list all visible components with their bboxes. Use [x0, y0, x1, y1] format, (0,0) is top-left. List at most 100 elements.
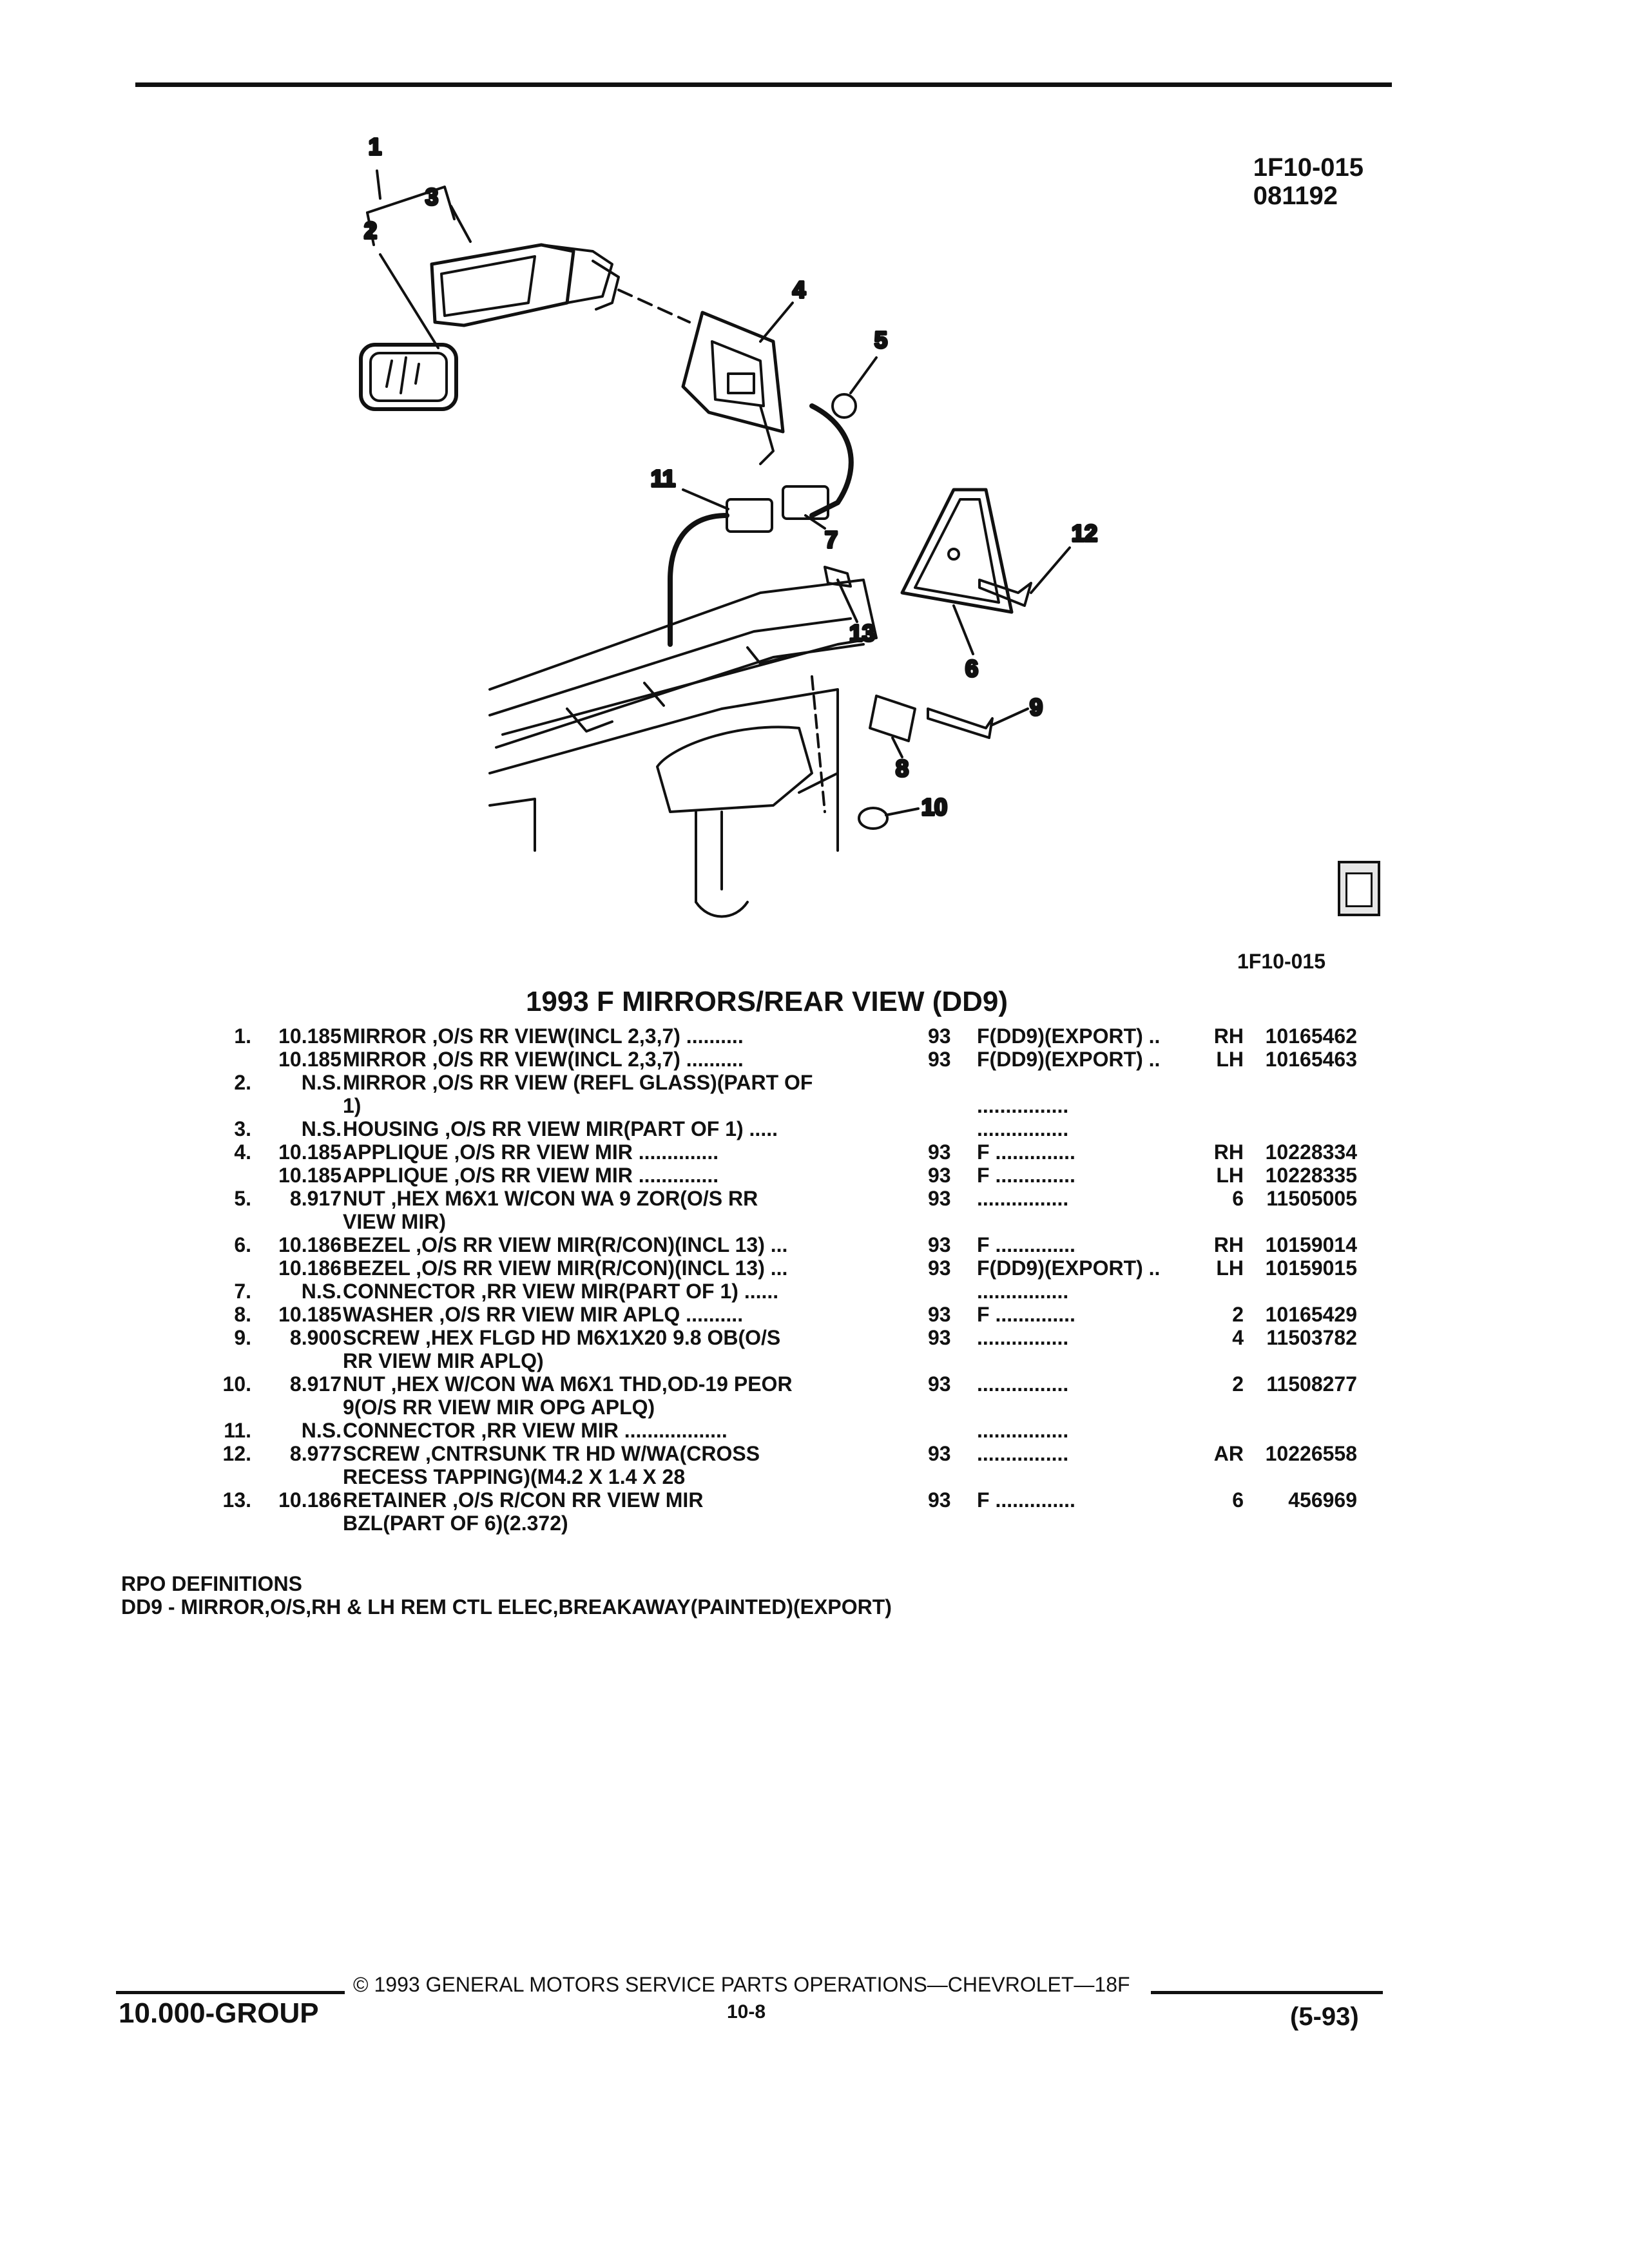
- part-description: MIRROR ,O/S RR VIEW (REFL GLASS)(PART OF: [343, 1071, 813, 1094]
- group-number: 10.185: [278, 1140, 342, 1164]
- table-row-line: 3.N.S.HOUSING ,O/S RR VIEW MIR(PART OF 1…: [110, 1117, 1398, 1140]
- part-number: 10165429: [1265, 1303, 1357, 1326]
- model-year: 93: [928, 1303, 951, 1326]
- part-description: APPLIQUE ,O/S RR VIEW MIR ..............: [343, 1164, 719, 1187]
- model-code: ................: [977, 1372, 1069, 1396]
- callout-7: 7: [825, 526, 838, 553]
- group-number: N.S.: [301, 1071, 342, 1094]
- illustration-code-block: 1F10-015 081192: [1253, 153, 1364, 210]
- model-year: 93: [928, 1256, 951, 1280]
- exploded-parts-diagram: 1 2 3 4 5 11 7 12: [359, 132, 1099, 918]
- item-number: 8.: [234, 1303, 251, 1326]
- item-number: 9.: [234, 1326, 251, 1349]
- group-number: 10.185: [278, 1303, 342, 1326]
- group-number: 8.977: [289, 1442, 342, 1465]
- part-description: BEZEL ,O/S RR VIEW MIR(R/CON)(INCL 13) .…: [343, 1256, 788, 1280]
- quantity: RH: [1213, 1024, 1244, 1048]
- mirror-glass: [359, 343, 458, 411]
- footer-rule-left: [116, 1991, 345, 1994]
- top-rule: [135, 82, 1392, 87]
- table-row: 11. N.S.CONNECTOR ,RR VIEW MIR ..........…: [110, 1419, 1398, 1442]
- part-description: MIRROR ,O/S RR VIEW(INCL 2,3,7) ........…: [343, 1024, 744, 1048]
- callout-10: 10: [921, 794, 947, 820]
- gm-spo-logo-icon: [1338, 861, 1380, 916]
- part-description: BZL(PART OF 6)(2.372): [343, 1512, 568, 1535]
- part-description: RR VIEW MIR APLQ): [343, 1349, 544, 1372]
- item-number: 11.: [224, 1419, 251, 1442]
- quantity: 4: [1232, 1326, 1244, 1349]
- part-description: RETAINER ,O/S R/CON RR VIEW MIR: [343, 1488, 704, 1512]
- part-number: 10159015: [1265, 1256, 1357, 1280]
- page-title: 1993 F MIRRORS/REAR VIEW (DD9): [525, 986, 1008, 1017]
- callout-4: 4: [793, 276, 805, 303]
- part-description: VIEW MIR): [343, 1210, 446, 1233]
- table-row: 3.N.S.HOUSING ,O/S RR VIEW MIR(PART OF 1…: [110, 1117, 1398, 1140]
- group-number: N.S.: [301, 1280, 342, 1303]
- table-row-line: BZL(PART OF 6)(2.372): [110, 1512, 1398, 1535]
- item-number: 5.: [234, 1187, 251, 1210]
- model-code: ................: [977, 1094, 1069, 1117]
- group-number: 10.186: [278, 1488, 342, 1512]
- group-number: N.S.: [301, 1419, 342, 1442]
- table-row-line: RECESS TAPPING)(M4.2 X 1.4 X 28: [110, 1465, 1398, 1488]
- rpo-heading: RPO DEFINITIONS: [121, 1572, 302, 1595]
- model-code: F ..............: [977, 1233, 1075, 1256]
- table-row-line: 2.N.S.MIRROR ,O/S RR VIEW (REFL GLASS)(P…: [110, 1071, 1398, 1094]
- footer-rule-right: [1151, 1991, 1383, 1994]
- callout-11: 11: [651, 465, 675, 492]
- part-number: 10226558: [1265, 1442, 1357, 1465]
- part-description: CONNECTOR ,RR VIEW MIR(PART OF 1) ......: [343, 1280, 779, 1303]
- part-number: 11503782: [1266, 1326, 1357, 1349]
- quantity: LH: [1216, 1164, 1244, 1187]
- model-code: ................: [977, 1280, 1069, 1303]
- rpo-definitions: RPO DEFINITIONS DD9 - MIRROR,O/S,RH & LH…: [121, 1572, 892, 1619]
- part-description: CONNECTOR ,RR VIEW MIR .................…: [343, 1419, 728, 1442]
- model-year: 93: [928, 1372, 951, 1396]
- callout-1: 1: [369, 133, 381, 160]
- callout-8: 8: [896, 755, 909, 782]
- callout-bracket-1: [366, 169, 456, 246]
- table-row-line: 9(O/S RR VIEW MIR OPG APLQ): [110, 1396, 1398, 1419]
- quantity: 2: [1232, 1372, 1244, 1396]
- model-code: F ..............: [977, 1303, 1075, 1326]
- part-number: 456969: [1288, 1488, 1357, 1512]
- part-description: SCREW ,CNTRSUNK TR HD W/WA(CROSS: [343, 1442, 760, 1465]
- item-number: 1.: [234, 1024, 251, 1048]
- callout-6: 6: [965, 655, 978, 682]
- part-description: NUT ,HEX W/CON WA M6X1 THD,OD-19 PEOR: [343, 1372, 793, 1396]
- quantity: 6: [1232, 1187, 1244, 1210]
- group-number: 10.185: [278, 1024, 342, 1048]
- model-year: 93: [928, 1326, 951, 1349]
- door-panel: [488, 579, 878, 918]
- quantity: AR: [1213, 1442, 1244, 1465]
- part-number: 10228334: [1265, 1140, 1357, 1164]
- group-number: 10.186: [278, 1256, 342, 1280]
- part-description: RECESS TAPPING)(M4.2 X 1.4 X 28: [343, 1465, 686, 1488]
- model-code: F ..............: [977, 1164, 1075, 1187]
- item-number: 3.: [234, 1117, 251, 1140]
- table-row-line: RR VIEW MIR APLQ): [110, 1349, 1398, 1372]
- model-year: 93: [928, 1048, 951, 1071]
- group-number: 8.917: [289, 1372, 342, 1396]
- part-description: 9(O/S RR VIEW MIR OPG APLQ): [343, 1396, 655, 1419]
- callout-5: 5: [874, 327, 887, 353]
- quantity: RH: [1213, 1140, 1244, 1164]
- quantity: RH: [1213, 1233, 1244, 1256]
- part-number: 10165462: [1265, 1024, 1357, 1048]
- part-description: BEZEL ,O/S RR VIEW MIR(R/CON)(INCL 13) .…: [343, 1233, 788, 1256]
- footer-copyright: © 1993 GENERAL MOTORS SERVICE PARTS OPER…: [353, 1973, 1130, 1996]
- part-description: HOUSING ,O/S RR VIEW MIR(PART OF 1) ....…: [343, 1117, 778, 1140]
- table-row: 7.N.S.CONNECTOR ,RR VIEW MIR(PART OF 1) …: [110, 1280, 1398, 1303]
- table-row: 2.N.S.MIRROR ,O/S RR VIEW (REFL GLASS)(P…: [110, 1071, 1398, 1117]
